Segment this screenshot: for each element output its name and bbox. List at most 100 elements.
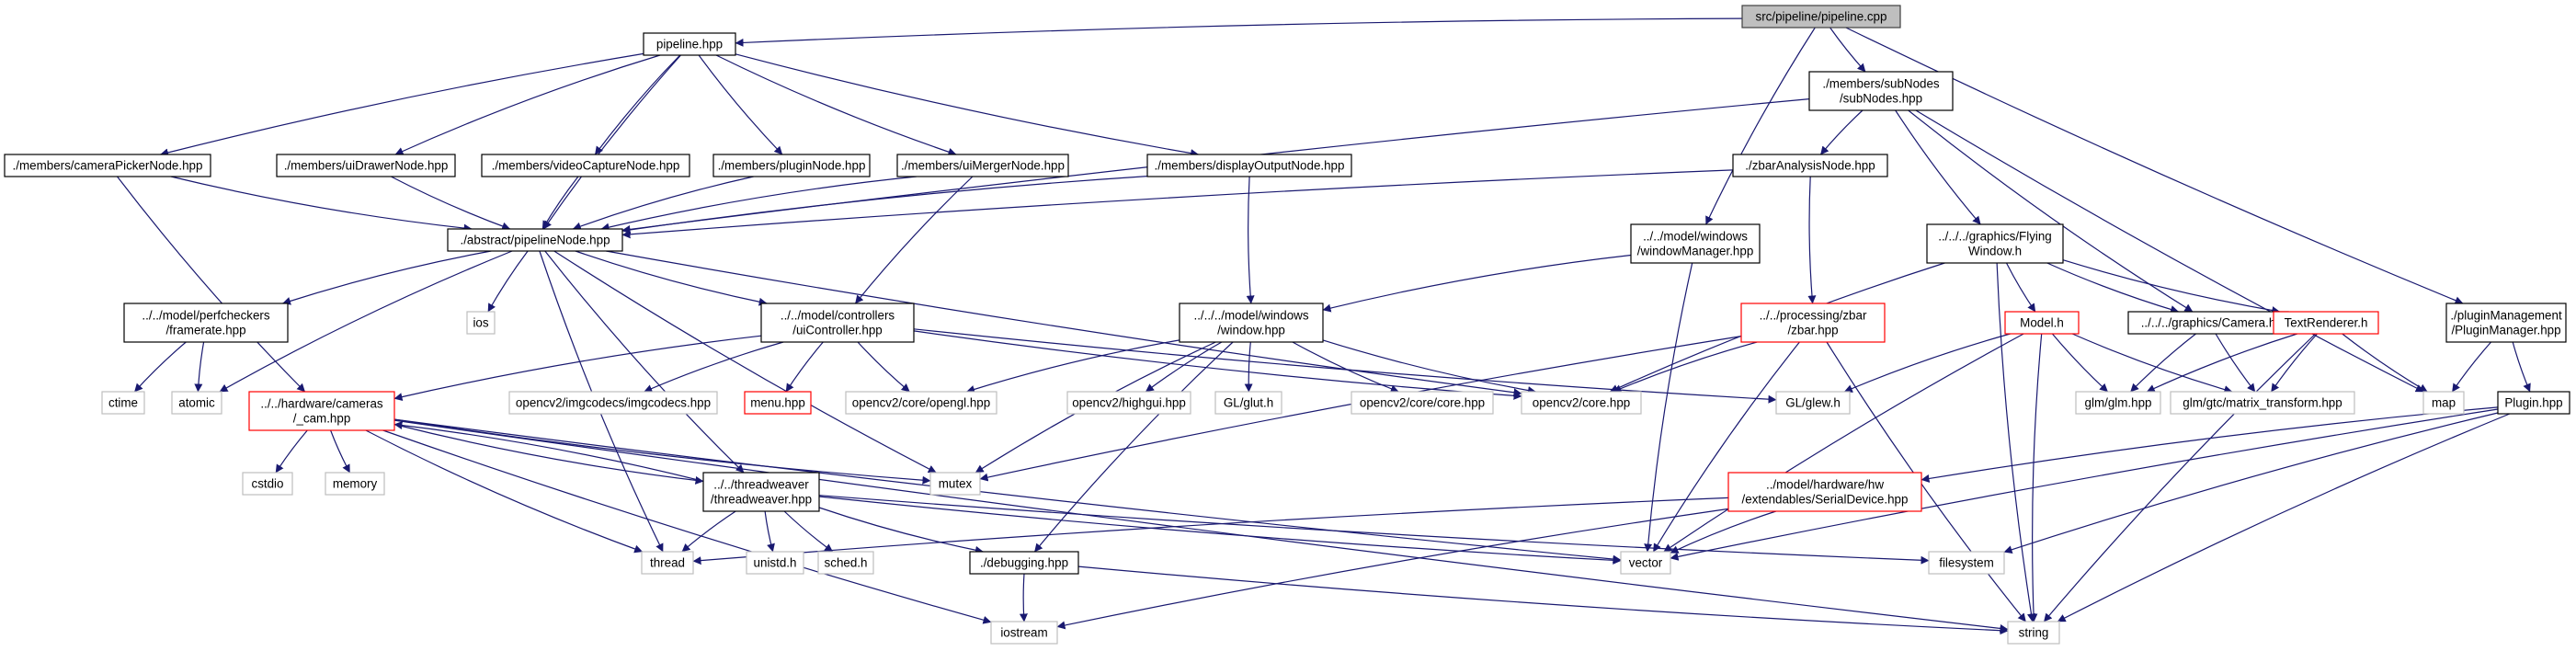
- node-glm-gtc-matrix-transform-hpp: glm/gtc/matrix_transform.hpp: [2170, 391, 2355, 415]
- node-model-controllers-uicontroller-hpp[interactable]: ../../model/controllers/uiController.hpp: [760, 303, 915, 343]
- node-label: map: [2432, 395, 2456, 409]
- node-label: pipeline.hpp: [656, 37, 723, 51]
- node-box: [845, 391, 997, 415]
- node-opencv2-core-hpp: opencv2/core.hpp: [1521, 391, 1642, 415]
- edge-displayoutput-to-windowhpp: [1246, 176, 1255, 304]
- edge-camhpp-to-memory: [330, 429, 351, 474]
- node-box: [2127, 311, 2289, 335]
- node-box: [1630, 223, 1761, 264]
- edge-root-to-windowmanager: [1705, 27, 1816, 225]
- node-label: iostream: [1000, 625, 1047, 639]
- edge-pipelinenode-to-framerate: [282, 250, 492, 305]
- edge-windowhpp-to-highgui: [1145, 341, 1223, 393]
- node-menu-hpp[interactable]: menu.hpp: [744, 391, 812, 415]
- node-pipeline-hpp[interactable]: pipeline.hpp: [643, 32, 736, 56]
- edge-pipelinenode-to-ios: [487, 250, 529, 313]
- node-members-camerapickernode-hpp[interactable]: ./members/cameraPickerNode.hpp: [4, 154, 211, 177]
- edge-pipelinenode-to-threadweaver: [544, 250, 745, 474]
- node-graphics-camera-h[interactable]: ../../../graphics/Camera.h: [2127, 311, 2289, 335]
- node-hardware-cameras-cam-hpp[interactable]: ../../hardware/cameras/_cam.hpp: [248, 391, 395, 431]
- node-label: ./debugging.hpp: [980, 555, 1068, 569]
- node-processing-zbar-zbar-hpp[interactable]: ../../processing/zbar/zbar.hpp: [1740, 303, 1886, 343]
- node-label: ./members/uiDrawerNode.hpp: [284, 158, 449, 172]
- node-cstdio: cstdio: [242, 472, 293, 496]
- node-box: [1179, 303, 1324, 343]
- node-model-perfcheckers-framerate-hpp[interactable]: ../../model/perfcheckers/framerate.hpp: [123, 303, 289, 343]
- node-debugging-hpp[interactable]: ./debugging.hpp: [969, 551, 1079, 575]
- edge-camhpp-to-vector: [393, 418, 1622, 564]
- node-box: [1732, 154, 1888, 177]
- node-members-uidrawernode-hpp[interactable]: ./members/uiDrawerNode.hpp: [276, 154, 456, 177]
- edge-pluginnode-to-pipelinenode: [572, 176, 754, 231]
- node-string: string: [2007, 621, 2060, 645]
- node-label: memory: [333, 476, 378, 490]
- node-plugin-hpp[interactable]: Plugin.hpp: [2497, 391, 2570, 415]
- node-label: /_cam.hpp: [293, 411, 351, 425]
- node-members-displayoutputnode-hpp[interactable]: ./members/displayOutputNode.hpp: [1146, 154, 1352, 177]
- node-abstract-pipelinenode-hpp[interactable]: ./abstract/pipelineNode.hpp: [447, 228, 623, 252]
- edge-windowhpp-to-opengl: [966, 339, 1180, 394]
- node-label: GL/glut.h: [1224, 395, 1273, 409]
- node-label: opencv2/imgcodecs/imgcodecs.hpp: [516, 395, 711, 409]
- node-box: [744, 391, 812, 415]
- node-threadweaver-threadweaver-hpp[interactable]: ../../threadweaver/threadweaver.hpp: [702, 472, 820, 512]
- node-unistd-h: unistd.h: [746, 551, 804, 575]
- edge-threadweaver-to-sched: [783, 510, 834, 553]
- node-src-pipeline-pipeline-cpp[interactable]: src/pipeline/pipeline.cpp: [1741, 5, 1901, 29]
- edge-camerah-to-glm: [2130, 333, 2196, 393]
- node-members-subnodes-subnodes-hpp[interactable]: ./members/subNodes/subNodes.hpp: [1808, 71, 1954, 111]
- node-opencv2-core-core-hpp: opencv2/core/core.hpp: [1351, 391, 1494, 415]
- edge-windowmanager-to-windowhpp: [1322, 254, 1632, 313]
- node-model-windows-windowmanager-hpp[interactable]: ../../model/windows/windowManager.hpp: [1630, 223, 1761, 264]
- edge-camhpp-to-iostream: [382, 429, 992, 624]
- edge-pluginmanager-to-pluginhpp: [2512, 341, 2531, 393]
- node-pluginmanagement-pluginmanager-hpp[interactable]: ./pluginManagement/PluginManager.hpp: [2445, 303, 2567, 343]
- edge-pluginmanager-to-map: [2451, 341, 2492, 393]
- node-box: [1808, 71, 1954, 111]
- edge-serialdevice-to-iostream: [1056, 508, 1729, 630]
- node-model-hardware-hw-extendables-serialdevice-hpp[interactable]: ../model/hardware/hw/extendables/SerialD…: [1727, 472, 1922, 512]
- node-box: [969, 551, 1079, 575]
- node-box: [2422, 391, 2465, 415]
- edge-pipelinenode-to-corehpp: [606, 250, 1522, 397]
- edge-pipeline-hpp-to-videocapture: [594, 54, 681, 155]
- edge-pipeline-hpp-to-uimerger: [715, 54, 957, 156]
- node-box: [123, 303, 289, 343]
- node-label: ../../../graphics/Flying: [1938, 229, 2052, 243]
- node-box: [447, 228, 623, 252]
- node-box: [1521, 391, 1642, 415]
- edge-camhpp-to-mutex: [393, 418, 931, 485]
- node-box: [990, 621, 1058, 645]
- node-textrenderer-h[interactable]: TextRenderer.h: [2273, 311, 2379, 335]
- node-members-uimergernode-hpp[interactable]: ./members/uiMergerNode.hpp: [896, 154, 1069, 177]
- edge-modelh-to-vector: [1663, 333, 2024, 553]
- node-model-h[interactable]: Model.h: [2004, 311, 2080, 335]
- node-members-videocapturenode-hpp[interactable]: ./members/videoCaptureNode.hpp: [481, 154, 690, 177]
- edge-campicker-to-pipelinenode: [170, 176, 473, 233]
- node-label: atomic: [178, 395, 215, 409]
- edge-zbarhpp-to-corehpp: [1613, 341, 1758, 393]
- node-label: ./pluginManagement: [2450, 308, 2562, 322]
- node-model-windows-window-hpp[interactable]: ../../../model/windows/window.hpp: [1179, 303, 1324, 343]
- edge-zbarhpp-to-string: [1826, 341, 2026, 622]
- node-label: mutex: [939, 476, 973, 490]
- edge-pipelinenode-to-mutex: [553, 250, 937, 474]
- node-box: [1740, 303, 1886, 343]
- edge-camhpp-to-thread: [365, 429, 644, 554]
- edge-root-to-subnodes: [1829, 27, 1866, 73]
- edge-textrenderer-to-string: [2043, 333, 2317, 622]
- edge-serialdevice-to-vector: [1670, 510, 1776, 554]
- node-ios: ios: [466, 311, 496, 335]
- node-zbaranalysisnode-hpp[interactable]: ./zbarAnalysisNode.hpp: [1732, 154, 1888, 177]
- node-members-pluginnode-hpp[interactable]: ./members/pluginNode.hpp: [712, 154, 871, 177]
- edge-pluginhpp-to-serialdevice: [1921, 406, 2499, 483]
- node-label: ../../hardware/cameras: [260, 396, 383, 410]
- node-gl-glut-h: GL/glut.h: [1214, 391, 1282, 415]
- node-vector: vector: [1620, 551, 1671, 575]
- edge-modelh-to-glew: [1843, 333, 2011, 393]
- edge-threadweaver-to-filesystem: [818, 495, 1930, 565]
- edge-flyingwindow-to-modelh: [2005, 262, 2036, 313]
- node-box: [643, 32, 736, 56]
